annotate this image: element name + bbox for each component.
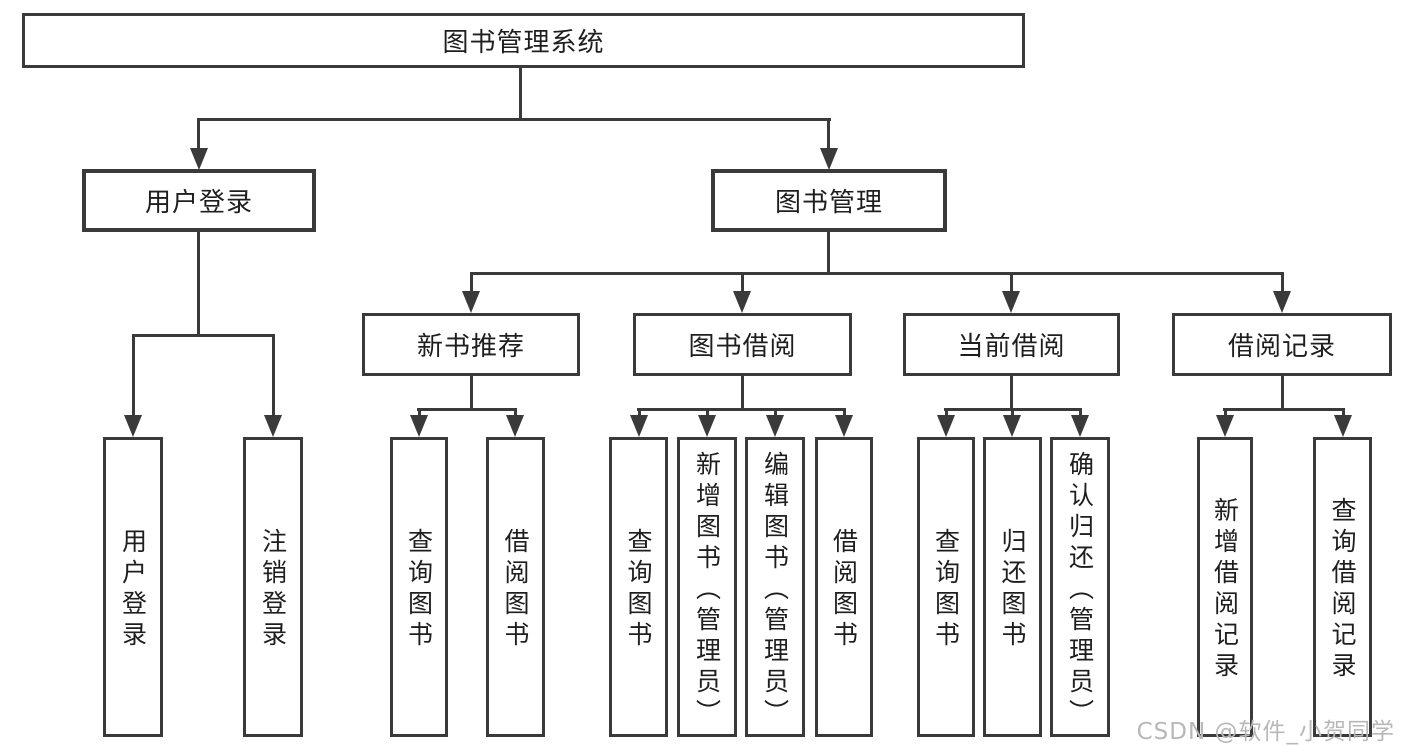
connector-line	[827, 232, 830, 274]
connector-line	[1281, 376, 1284, 411]
leaf-user-login: 用户登录	[103, 437, 163, 737]
arrow-down-icon	[766, 415, 784, 437]
connector-line	[1010, 376, 1013, 411]
connector-line	[197, 118, 831, 121]
connector-line	[197, 232, 200, 337]
leaf-current-query-books: 查询图书	[917, 437, 975, 737]
leaf-edit-books-admin-label: 编辑图书（管理员）	[760, 450, 790, 730]
connector-line	[638, 408, 641, 419]
connector-line	[1224, 408, 1227, 419]
node-borrow-record: 借阅记录	[1172, 313, 1392, 376]
csdn-watermark: CSDN @软件_小贺同学	[1136, 719, 1395, 745]
arrow-down-icon	[1273, 291, 1291, 313]
node-new-book-recommend-label: 新书推荐	[416, 332, 525, 362]
node-new-book-recommend: 新书推荐	[362, 313, 580, 376]
connector-line	[197, 118, 200, 152]
connector-line	[418, 408, 421, 419]
connector-line	[272, 334, 275, 419]
arrow-down-icon	[190, 148, 208, 170]
connector-line	[843, 408, 846, 419]
leaf-borrow-query-books: 查询图书	[609, 437, 668, 737]
leaf-add-books-admin-label: 新增图书（管理员）	[692, 450, 722, 730]
arrow-down-icon	[462, 291, 480, 313]
leaf-add-borrow-record-label: 新增借阅记录	[1210, 497, 1240, 683]
connector-line	[132, 334, 275, 337]
leaf-logout: 注销登录	[243, 437, 303, 737]
connector-line	[706, 408, 709, 419]
node-library-system-label: 图书管理系统	[442, 28, 605, 58]
connector-line	[741, 272, 744, 295]
arrow-down-icon	[124, 415, 142, 437]
leaf-logout-label: 注销登录	[258, 528, 288, 652]
arrow-down-icon	[733, 291, 751, 313]
arrow-down-icon	[410, 415, 428, 437]
arrow-down-icon	[1003, 415, 1021, 437]
leaf-newbook-borrow-books-label: 借阅图书	[501, 528, 530, 652]
node-library-system: 图书管理系统	[22, 13, 1025, 68]
leaf-confirm-return-admin: 确认归还（管理员）	[1050, 437, 1110, 737]
arrow-down-icon	[1071, 415, 1089, 437]
node-current-borrow-label: 当前借阅	[957, 332, 1066, 362]
arrow-down-icon	[835, 415, 853, 437]
connector-line	[774, 408, 777, 419]
arrow-down-icon	[1334, 415, 1352, 437]
leaf-return-books: 归还图书	[983, 437, 1042, 737]
leaf-newbook-query-books: 查询图书	[390, 437, 448, 737]
leaf-add-borrow-record: 新增借阅记录	[1197, 437, 1253, 737]
node-user-login: 用户登录	[82, 169, 316, 232]
node-book-management-label: 图书管理	[774, 188, 883, 218]
leaf-edit-books-admin: 编辑图书（管理员）	[745, 437, 805, 737]
connector-line	[514, 408, 517, 419]
arrow-down-icon	[506, 415, 524, 437]
leaf-borrow-books: 借阅图书	[815, 437, 873, 737]
arrow-down-icon	[820, 148, 838, 170]
leaf-newbook-query-books-label: 查询图书	[404, 528, 434, 652]
arrow-down-icon	[1216, 415, 1234, 437]
connector-line	[945, 408, 948, 419]
connector-line	[1010, 272, 1013, 295]
connector-line	[519, 68, 522, 120]
leaf-newbook-borrow-books: 借阅图书	[486, 437, 545, 737]
connector-line	[470, 376, 473, 411]
arrow-down-icon	[1002, 291, 1020, 313]
arrow-down-icon	[630, 415, 648, 437]
connector-line	[1223, 408, 1344, 411]
connector-line	[470, 272, 1284, 275]
leaf-current-query-books-label: 查询图书	[931, 528, 961, 652]
leaf-borrow-books-label: 借阅图书	[829, 528, 859, 652]
leaf-confirm-return-admin-label: 确认归还（管理员）	[1065, 450, 1095, 730]
connector-line	[417, 408, 517, 411]
arrow-down-icon	[698, 415, 716, 437]
leaf-borrow-query-books-label: 查询图书	[624, 528, 653, 652]
connector-line	[470, 272, 473, 295]
node-borrow-record-label: 借阅记录	[1227, 332, 1336, 362]
connector-line	[1011, 408, 1014, 419]
arrow-down-icon	[937, 415, 955, 437]
node-current-borrow: 当前借阅	[903, 313, 1120, 376]
connector-line	[741, 376, 744, 411]
connector-line	[1342, 408, 1345, 419]
leaf-add-books-admin: 新增图书（管理员）	[677, 437, 737, 737]
connector-line	[827, 118, 830, 152]
connector-line	[637, 408, 846, 411]
leaf-query-borrow-record-label: 查询借阅记录	[1328, 497, 1357, 683]
leaf-return-books-label: 归还图书	[998, 528, 1027, 652]
node-book-management: 图书管理	[711, 169, 947, 232]
connector-line	[1079, 408, 1082, 419]
connector-line	[132, 334, 135, 419]
node-book-borrow: 图书借阅	[633, 313, 852, 376]
leaf-user-login-label: 用户登录	[118, 528, 148, 652]
node-user-login-label: 用户登录	[144, 188, 253, 218]
arrow-down-icon	[264, 415, 282, 437]
leaf-query-borrow-record: 查询借阅记录	[1313, 437, 1372, 737]
connector-line	[1281, 272, 1284, 295]
node-book-borrow-label: 图书借阅	[688, 332, 797, 362]
